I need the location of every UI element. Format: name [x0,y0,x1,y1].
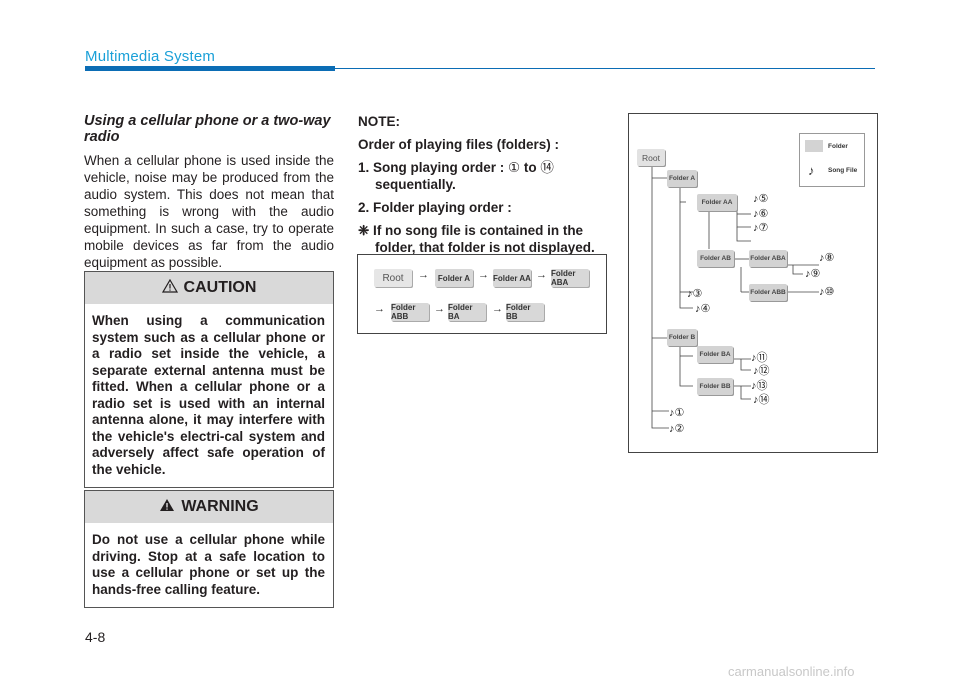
seq-arrow: → [434,303,445,315]
song-file: ♪② [669,423,685,435]
song-file: ♪⑨ [805,268,821,280]
seq-arrow: → [492,303,503,315]
folder-order-diagram: Root → Folder A → Folder AA → Folder ABA… [357,254,607,334]
page-number: 4-8 [85,629,106,645]
song-file: ♪③ [687,288,703,300]
tree-folder-a: Folder A [667,170,697,187]
caution-label: CAUTION [183,279,257,296]
seq-chip: Root [374,269,412,287]
cellular-section: Using a cellular phone or a two-way radi… [84,113,334,271]
tree-folder-aa: Folder AA [697,194,737,211]
note-item1-from: ① [508,160,521,175]
note-section: NOTE: Order of playing files (folders) :… [358,113,608,262]
caution-triangle-icon [161,278,178,298]
tree-folder-aba: Folder ABA [749,250,787,267]
legend-folder-label: Folder [828,143,848,150]
seq-arrow: → [478,269,489,281]
song-file: ♪⑧ [819,252,835,264]
caution-header: CAUTION [85,272,333,304]
note-item-1: 1. Song playing order : ① to ⑭ sequentia… [358,159,608,193]
note-item1-to-word: to [523,160,537,175]
header-accent-bar [85,66,335,71]
seq-chip: Folder ABB [391,303,429,321]
legend-folder-icon [805,140,823,152]
note-remark: ❈ If no song file is contained in the fo… [358,223,595,255]
tree-folder-abb: Folder ABB [749,284,787,301]
seq-chip: Folder ABA [551,269,589,287]
note-item1-prefix: 1. Song playing order : [358,160,505,175]
tree-folder-ba: Folder BA [697,346,733,363]
tree-connector-lines [651,166,819,429]
song-file: ♪④ [695,303,711,315]
song-file: ♪⑤ [753,193,769,205]
note-title: NOTE: [358,114,400,129]
song-file: ♪⑬ [751,380,768,392]
legend-song-label: Song File [828,167,858,174]
cellular-heading: Using a cellular phone or a two-way radi… [84,113,331,145]
note-item1-to: ⑭ [540,160,554,175]
seq-chip: Folder BB [506,303,544,321]
tree-folder-bb: Folder BB [697,378,733,395]
watermark: carmanualsonline.info [728,664,855,679]
song-file: ♪⑫ [753,365,770,377]
song-file: ♪⑭ [753,394,770,406]
seq-chip: Folder AA [493,269,531,287]
warning-box: WARNING Do not use a cellular phone whil… [84,490,334,608]
seq-arrow: → [374,303,385,315]
seq-arrow: → [418,269,429,281]
song-file: ♪⑪ [751,352,768,364]
note-item-2: 2. Folder playing order : [358,200,512,215]
caution-text: When using a communication system such a… [92,313,325,477]
warning-header: WARNING [85,491,333,523]
warning-triangle-icon [159,498,175,517]
song-file: ♪① [669,407,685,419]
cellular-body: When a cellular phone is used inside the… [84,153,334,270]
tree-folder-b: Folder B [667,329,697,346]
song-file: ♪⑦ [753,222,769,234]
folder-tree-diagram: Root Folder A Folder AA Folder AB Folder… [628,113,878,453]
warning-label: WARNING [181,498,259,515]
legend-music-note-icon: ♪ [808,163,815,178]
song-file: ♪⑥ [753,208,769,220]
tree-folder-ab: Folder AB [697,250,734,267]
section-title: Multimedia System [85,48,216,65]
caution-box: CAUTION When using a communication syste… [84,271,334,488]
warning-text: Do not use a cellular phone while drivin… [92,532,325,597]
header-rule [335,68,875,69]
tree-folder-root: Root [637,149,665,166]
note-order-title: Order of playing files (folders) : [358,137,560,152]
tree-legend: Folder ♪ Song File [799,133,865,187]
seq-chip: Folder BA [448,303,486,321]
seq-chip: Folder A [435,269,473,287]
seq-arrow: → [536,269,547,281]
song-file: ♪⑩ [819,286,835,298]
note-item1-suffix: sequentially. [375,177,456,192]
